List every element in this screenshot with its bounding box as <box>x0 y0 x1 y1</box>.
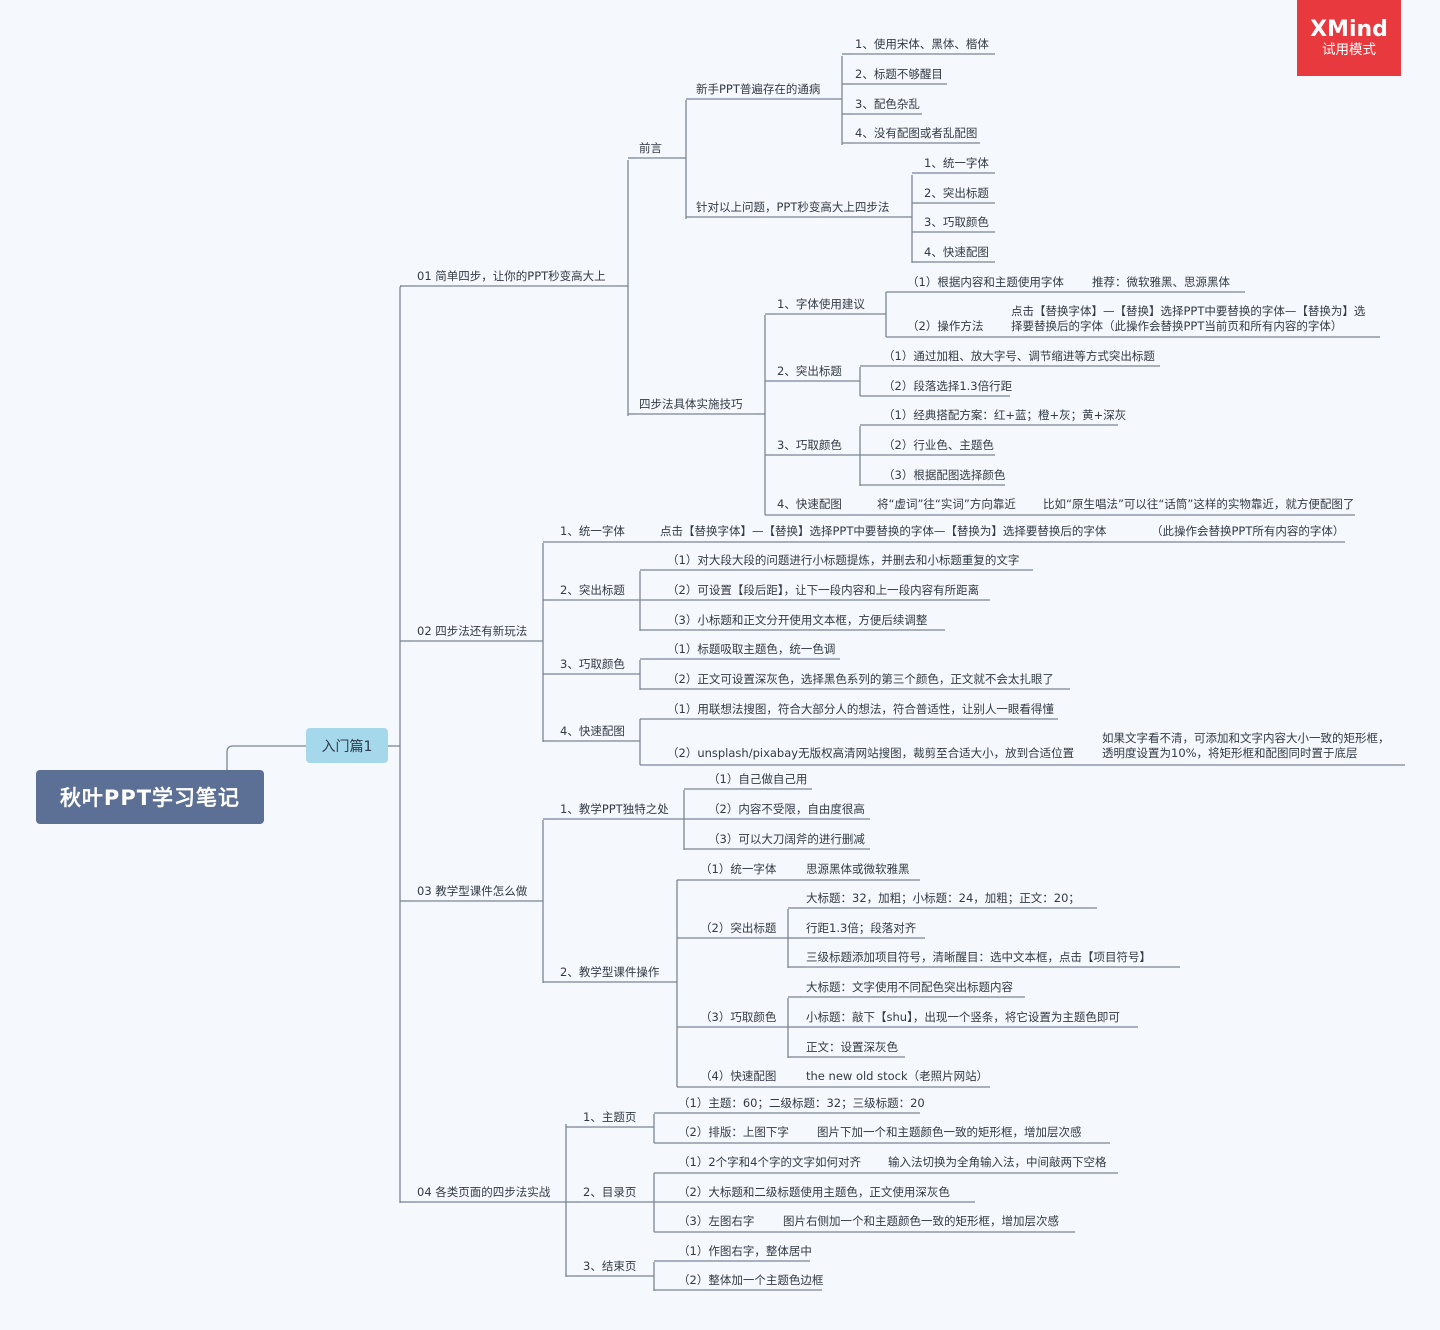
new-heading[interactable]: 2、突出标题 <box>560 583 625 597</box>
toc-item[interactable]: （1）2个字和4个字的文字如何对齐 <box>678 1155 861 1169</box>
unique-item[interactable]: （2）内容不受限，自由度很高 <box>708 802 865 816</box>
teach-unique[interactable]: 1、教学PPT独特之处 <box>560 802 669 816</box>
toc-item[interactable]: （3）左图右字 <box>678 1214 755 1228</box>
problem-item[interactable]: 1、使用宋体、黑体、楷体 <box>855 37 989 51</box>
new-heading-item[interactable]: （2）可设置【段后距】，让下一段内容和上一段内容有所距离 <box>667 583 980 597</box>
topic-common-problems[interactable]: 新手PPT普遍存在的通病 <box>696 82 821 96</box>
new-color[interactable]: 3、巧取颜色 <box>560 657 625 671</box>
new-image[interactable]: 4、快速配图 <box>560 724 625 738</box>
ops-color-item[interactable]: 正文：设置深灰色 <box>806 1040 898 1054</box>
toc-note[interactable]: 图片右侧加一个和主题颜色一致的矩形框，增加层次感 <box>783 1214 1059 1228</box>
new-image-item[interactable]: （2）unsplash/pixabay无版权高清网站搜图，裁剪至合适大小，放到合… <box>667 746 1075 760</box>
title-page-note[interactable]: 图片下加一个和主题颜色一致的矩形框，增加层次感 <box>817 1125 1082 1139</box>
ops-heading[interactable]: （2）突出标题 <box>700 921 777 935</box>
problem-item[interactable]: 3、配色杂乱 <box>855 97 920 111</box>
color-item[interactable]: （2）行业色、主题色 <box>883 438 994 452</box>
tech-image[interactable]: 4、快速配图 <box>777 497 842 511</box>
ops-color[interactable]: （3）巧取颜色 <box>700 1010 777 1024</box>
step-item[interactable]: 1、统一字体 <box>924 156 989 170</box>
step-item[interactable]: 2、突出标题 <box>924 186 989 200</box>
new-image-note[interactable]: 如果文字看不清，可添加和文字内容大小一致的矩形框， <box>1102 731 1390 745</box>
step-item[interactable]: 4、快速配图 <box>924 245 989 259</box>
unique-item[interactable]: （1）自己做自己用 <box>708 772 808 786</box>
topic-preface[interactable]: 前言 <box>639 141 662 155</box>
new-font[interactable]: 1、统一字体 <box>560 524 625 538</box>
page-title[interactable]: 1、主题页 <box>583 1110 637 1124</box>
ops-heading-item[interactable]: 行距1.3倍；段落对齐 <box>806 921 917 935</box>
title-page-item[interactable]: （1）主题：60；二级标题：32；三级标题：20 <box>678 1096 925 1110</box>
section-03[interactable]: 03 教学型课件怎么做 <box>417 884 528 898</box>
font-method-note[interactable]: 择要替换后的字体（此操作会替换PPT当前页和所有内容的字体） <box>1011 319 1343 333</box>
font-recommend[interactable]: 推荐：微软雅黑、思源黑体 <box>1092 275 1230 289</box>
main-topic[interactable]: 入门篇1 <box>306 728 388 763</box>
new-font-note[interactable]: 点击【替换字体】—【替换】选择PPT中要替换的字体—【替换为】选择要替换后的字体 <box>660 524 1107 538</box>
tech-color[interactable]: 3、巧取颜色 <box>777 438 842 452</box>
section-01[interactable]: 01 简单四步，让你的PPT秒变高大上 <box>417 269 606 283</box>
color-item[interactable]: （3）根据配图选择颜色 <box>883 468 1006 482</box>
font-rule[interactable]: （1）根据内容和主题使用字体 <box>907 275 1064 289</box>
root-topic[interactable]: 秋叶PPT学习笔记 <box>36 770 264 824</box>
xmind-trial-badge: XMind 试用模式 <box>1297 0 1401 76</box>
section-02[interactable]: 02 四步法还有新玩法 <box>417 624 528 638</box>
title-page-item[interactable]: （2）排版：上图下字 <box>678 1125 789 1139</box>
end-page-item[interactable]: （2）整体加一个主题色边框 <box>678 1273 824 1287</box>
new-font-note[interactable]: （此操作会替换PPT所有内容的字体） <box>1151 524 1345 538</box>
ops-color-item[interactable]: 小标题：敲下【shu】，出现一个竖条，将它设置为主题色即可 <box>806 1010 1120 1024</box>
ops-font-note[interactable]: 思源黑体或微软雅黑 <box>806 862 910 876</box>
ops-color-item[interactable]: 大标题：文字使用不同配色突出标题内容 <box>806 980 1013 994</box>
topic-four-steps[interactable]: 针对以上问题，PPT秒变高大上四步法 <box>696 200 890 214</box>
step-item[interactable]: 3、巧取颜色 <box>924 215 989 229</box>
unique-item[interactable]: （3）可以大刀阔斧的进行删减 <box>708 832 865 846</box>
badge-brand: XMind <box>1310 17 1388 42</box>
new-color-item[interactable]: （2）正文可设置深灰色，选择黑色系列的第三个颜色，正文就不会太扎眼了 <box>667 672 1054 686</box>
image-note[interactable]: 比如“原生唱法”可以往“话筒”这样的实物靠近，就方便配图了 <box>1043 497 1355 511</box>
new-heading-item[interactable]: （1）对大段大段的问题进行小标题提炼，并删去和小标题重复的文字 <box>667 553 1020 567</box>
font-method[interactable]: （2）操作方法 <box>907 319 984 333</box>
ops-image[interactable]: （4）快速配图 <box>700 1069 777 1083</box>
end-page-item[interactable]: （1）作图右字，整体居中 <box>678 1244 812 1258</box>
toc-item[interactable]: （2）大标题和二级标题使用主题色，正文使用深灰色 <box>678 1185 950 1199</box>
tech-heading[interactable]: 2、突出标题 <box>777 364 842 378</box>
new-image-item[interactable]: （1）用联想法搜图，符合大部分人的想法，符合普适性，让别人一眼看得懂 <box>667 702 1054 716</box>
ops-heading-item[interactable]: 大标题：32，加粗；小标题：24，加粗；正文：20； <box>806 891 1080 905</box>
color-item[interactable]: （1）经典搭配方案：红+蓝；橙+灰；黄+深灰 <box>883 408 1127 422</box>
heading-item[interactable]: （1）通过加粗、放大字号、调节缩进等方式突出标题 <box>883 349 1155 363</box>
font-method-note[interactable]: 点击【替换字体】—【替换】选择PPT中要替换的字体—【替换为】选 <box>1011 304 1366 318</box>
tech-font[interactable]: 1、字体使用建议 <box>777 297 865 311</box>
page-end[interactable]: 3、结束页 <box>583 1259 637 1273</box>
new-image-note[interactable]: 透明度设置为10%，将矩形框和配图同时置于底层 <box>1102 746 1358 760</box>
toc-note[interactable]: 输入法切换为全角输入法，中间敲两下空格 <box>888 1155 1107 1169</box>
topic-techniques[interactable]: 四步法具体实施技巧 <box>639 397 743 411</box>
teach-ops[interactable]: 2、教学型课件操作 <box>560 965 660 979</box>
section-04[interactable]: 04 各类页面的四步法实战 <box>417 1185 551 1199</box>
problem-item[interactable]: 2、标题不够醒目 <box>855 67 943 81</box>
heading-item[interactable]: （2）段落选择1.3倍行距 <box>883 379 1013 393</box>
problem-item[interactable]: 4、没有配图或者乱配图 <box>855 126 978 140</box>
new-color-item[interactable]: （1）标题吸取主题色，统一色调 <box>667 642 836 656</box>
page-toc[interactable]: 2、目录页 <box>583 1185 637 1199</box>
ops-image-note[interactable]: the new old stock（老照片网站） <box>806 1069 989 1083</box>
image-note[interactable]: 将“虚词”往“实词”方向靠近 <box>877 497 1016 511</box>
new-heading-item[interactable]: （3）小标题和正文分开使用文本框，方便后续调整 <box>667 613 928 627</box>
ops-heading-item[interactable]: 三级标题添加项目符号，清晰醒目：选中文本框，点击【项目符号】 <box>806 950 1151 964</box>
badge-mode: 试用模式 <box>1322 42 1376 58</box>
ops-font[interactable]: （1）统一字体 <box>700 862 777 876</box>
